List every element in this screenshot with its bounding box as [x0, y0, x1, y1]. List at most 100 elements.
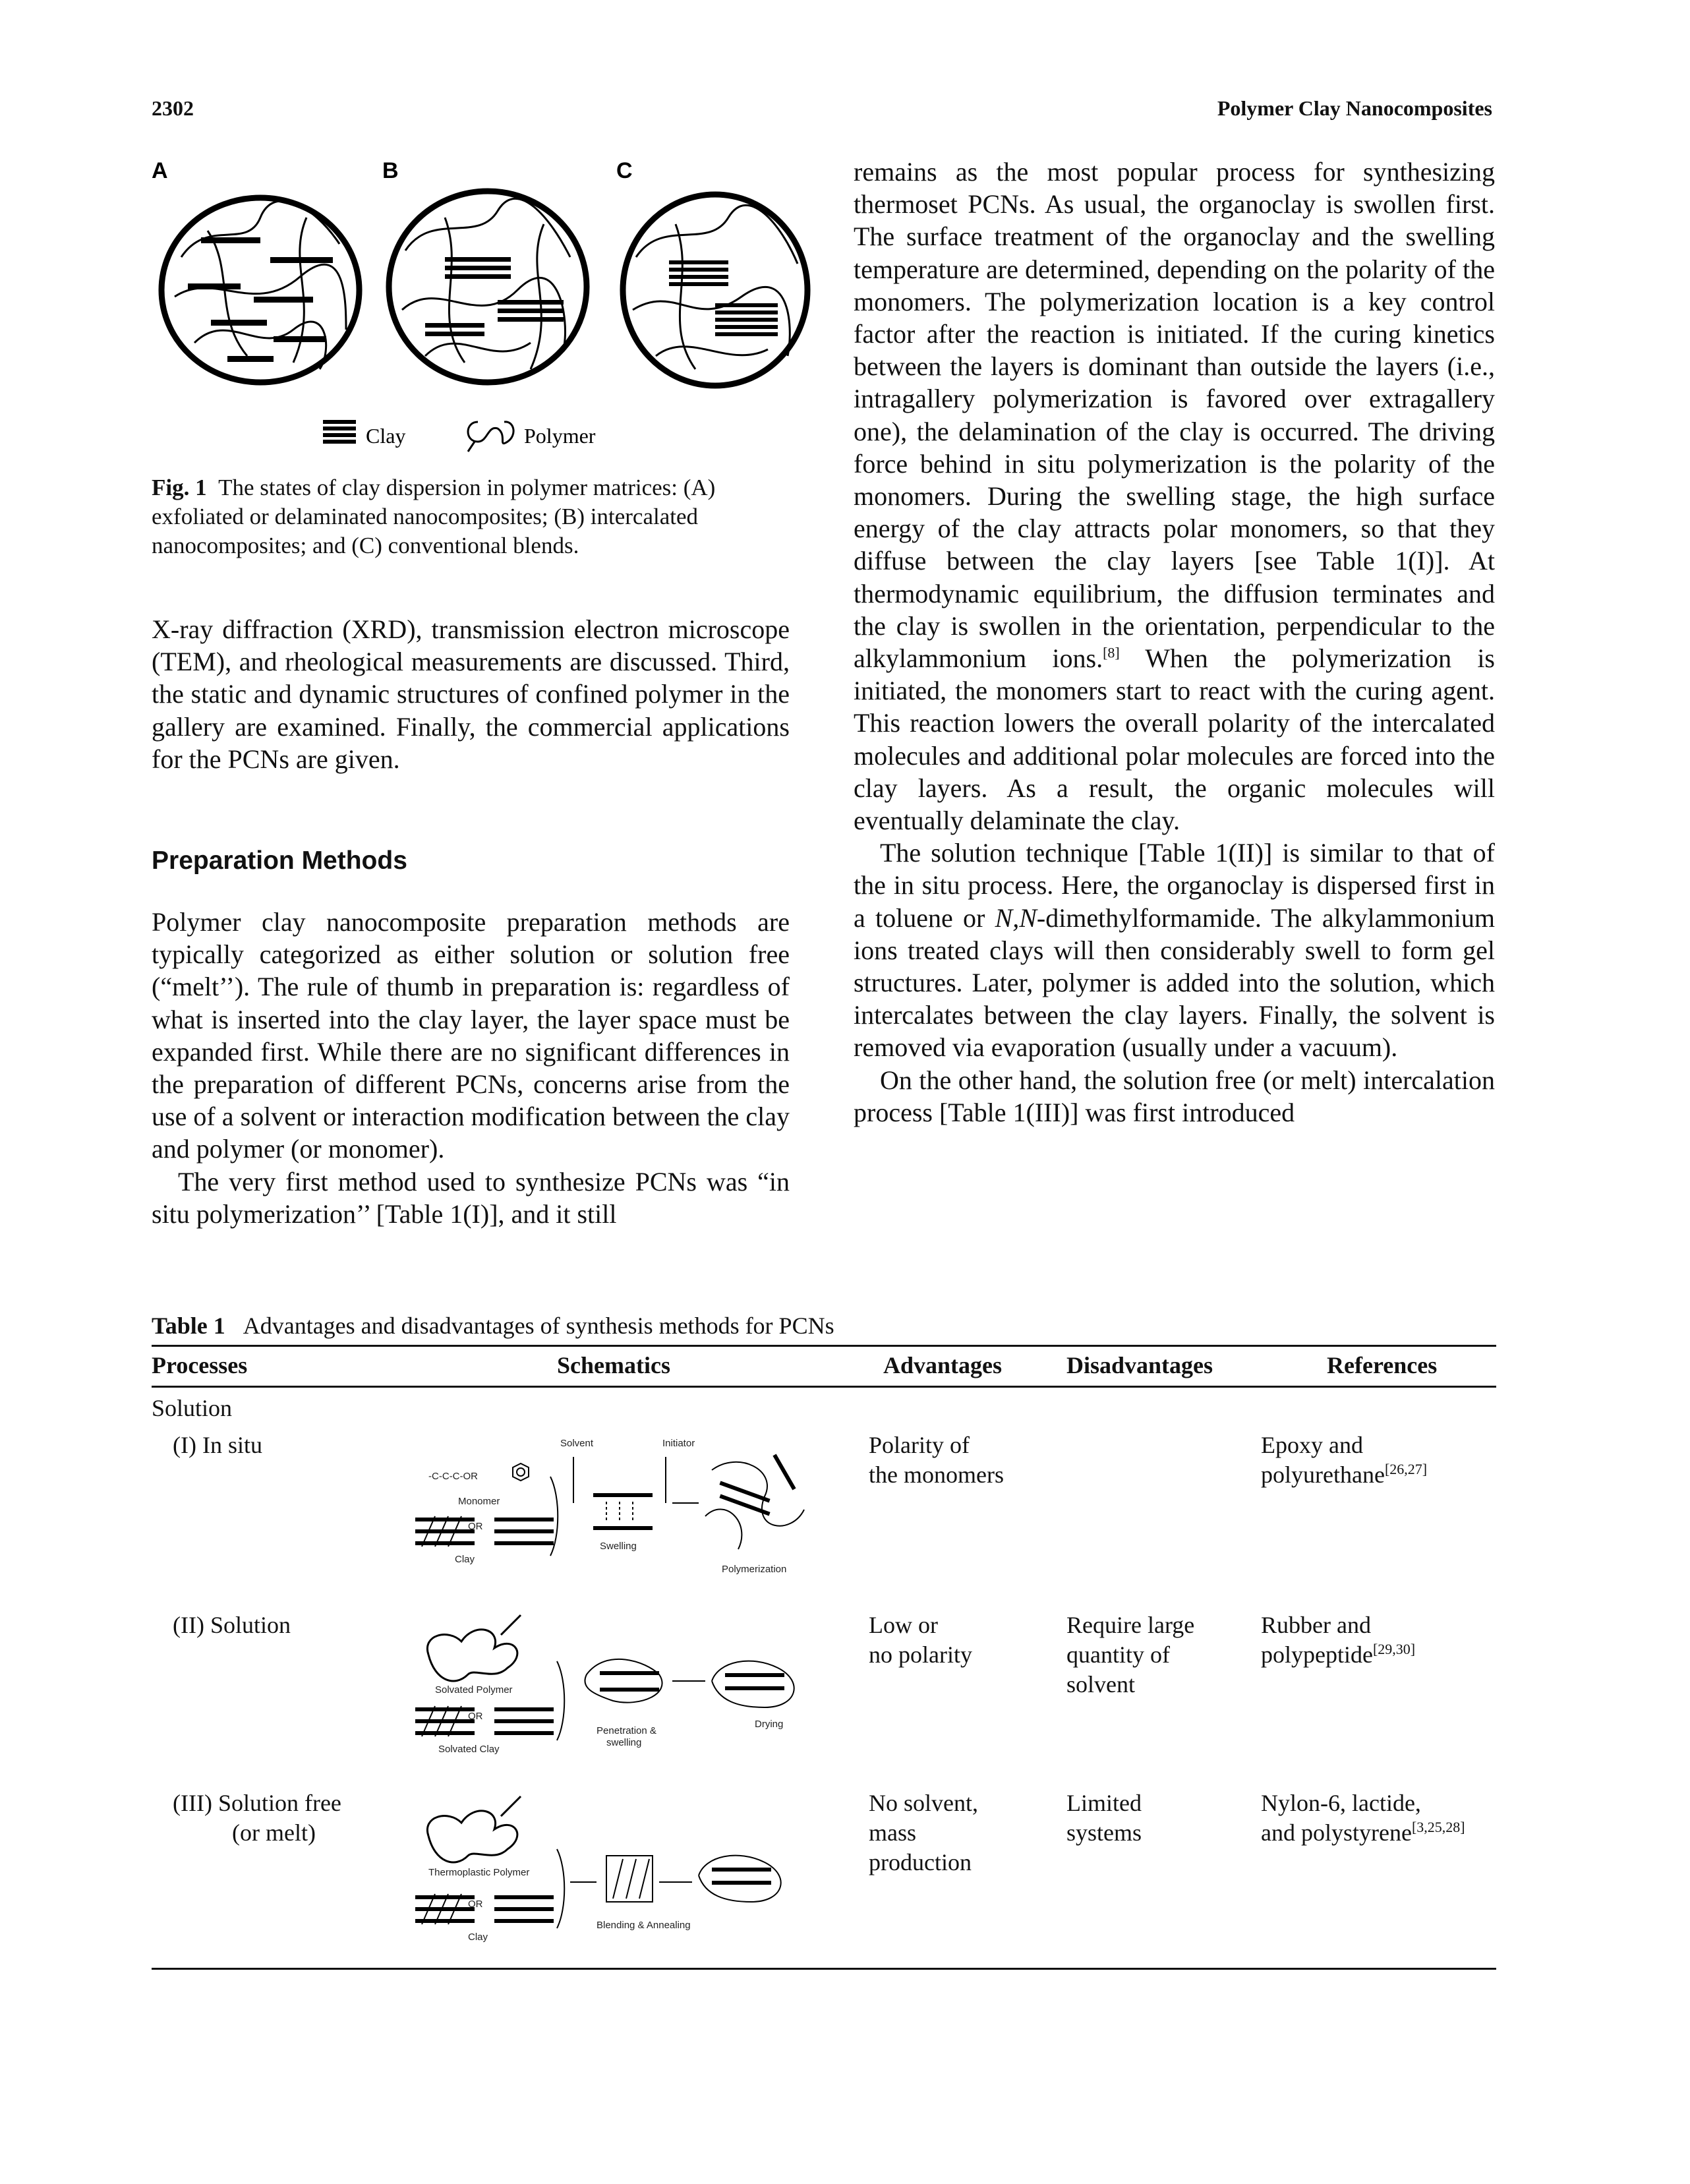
label-clay-3: Clay	[468, 1932, 488, 1943]
table-group-solution: Solution	[152, 1395, 233, 1421]
table-row-2-ref-sup: [29,30]	[1372, 1641, 1416, 1657]
panel-label-b: B	[382, 158, 399, 183]
table-row-3-advantages: No solvent, mass production	[869, 1788, 978, 1877]
panel-c-conventional	[620, 191, 811, 389]
panel-a-exfoliated	[158, 194, 363, 386]
table-row-3-adv-line-2: mass	[869, 1819, 916, 1846]
table-row-2-dis-line-1: Require large	[1066, 1612, 1195, 1638]
schematic-in-situ: Solvent Initiator -C-C-C-OR Monomer OR C…	[409, 1431, 817, 1589]
label-or: OR	[468, 1521, 483, 1532]
table-1-label: Table 1	[152, 1313, 225, 1339]
legend-polymer-label: Polymer	[524, 424, 596, 448]
table-row-2-ref-text: polypeptide	[1261, 1641, 1373, 1668]
table-row-3-dis-line-1: Limited	[1066, 1790, 1142, 1816]
figure-1-caption-text: The states of clay dispersion in polymer…	[152, 475, 716, 558]
legend-polymer-icon	[467, 421, 515, 444]
label-monomer: Monomer	[458, 1496, 500, 1507]
label-blending-annealing: Blending & Annealing	[597, 1920, 691, 1931]
table-row-1-ref-sup: [26,27]	[1384, 1461, 1428, 1477]
label-polymerization: Polymerization	[722, 1564, 786, 1575]
figure-1-caption: Fig. 1 The states of clay dispersion in …	[152, 473, 791, 560]
table-row-2-advantages: Low or no polarity	[869, 1610, 972, 1670]
column-header-processes: Processes	[152, 1352, 248, 1378]
right-column-para-1: remains as the most popular process for …	[854, 156, 1495, 837]
table-bottom-rule	[152, 1968, 1496, 1970]
table-1-caption: Table 1 Advantages and disadvantages of …	[152, 1312, 834, 1340]
schematic-melt: Thermoplastic Polymer OR Clay Blending &…	[409, 1783, 817, 1955]
table-row-1-references: Epoxy and polyurethane[26,27]	[1261, 1431, 1427, 1490]
label-drying: Drying	[755, 1719, 783, 1730]
label-initiator: Initiator	[662, 1438, 695, 1449]
label-penetration-1: Penetration &	[597, 1725, 656, 1736]
label-solvent: Solvent	[560, 1438, 594, 1449]
table-row-3-adv-line-3: production	[869, 1849, 972, 1875]
table-row-3-ref-line-1: Nylon-6, lactide,	[1261, 1790, 1421, 1816]
table-top-rule	[152, 1345, 1496, 1347]
label-thermoplastic-polymer: Thermoplastic Polymer	[428, 1867, 529, 1878]
page-number: 2302	[152, 96, 194, 120]
table-row-2-adv-line-1: Low or	[869, 1612, 938, 1638]
right-column-body: remains as the most popular process for …	[854, 156, 1495, 1129]
table-row-2-ref-line-2: polypeptide[29,30]	[1261, 1640, 1415, 1670]
panel-label-a: A	[152, 158, 168, 183]
panel-label-c: C	[616, 158, 633, 183]
table-row-3-disadvantages: Limited systems	[1066, 1788, 1142, 1848]
column-header-disadvantages: Disadvantages	[1066, 1352, 1213, 1378]
right-column-para-2-b: -dimethylformamide. The alkylammonium io…	[854, 902, 1496, 1063]
table-row-3-dis-line-2: systems	[1066, 1819, 1142, 1846]
left-column-body: Polymer clay nanocomposite preparation m…	[152, 906, 790, 1230]
table-row-2-dis-line-3: solvent	[1066, 1671, 1135, 1697]
table-row-1-ref-line-1: Epoxy and	[1261, 1432, 1363, 1458]
left-column-para-2: Polymer clay nanocomposite preparation m…	[152, 907, 790, 1164]
schematic-solution: Solvated Polymer OR Solvated Clay Penetr…	[409, 1608, 817, 1767]
table-row-2-process: (II) Solution	[173, 1612, 291, 1638]
column-header-schematics: Schematics	[557, 1352, 670, 1378]
right-column-para-2-a: The solution technique [Table 1(II)] is …	[854, 838, 1495, 933]
figure-legend: Clay Polymer	[323, 420, 596, 452]
table-row-3-ref-sup: [3,25,28]	[1411, 1819, 1465, 1835]
table-row-2-adv-line-2: no polarity	[869, 1641, 972, 1668]
right-column-ref-8: [8]	[1103, 644, 1120, 661]
right-column-para-2: The solution technique [Table 1(II)] is …	[854, 837, 1495, 1063]
table-row-3-ref-line-2: and polystyrene[3,25,28]	[1261, 1818, 1465, 1848]
label-solvated-polymer: Solvated Polymer	[435, 1684, 513, 1696]
table-row-1-adv-line-2: the monomers	[869, 1461, 1004, 1488]
table-header-rule	[152, 1386, 1496, 1388]
benzene-ring-icon	[512, 1462, 529, 1482]
panel-b-intercalated	[386, 188, 590, 386]
table-row-1-ref-text: polyurethane	[1261, 1461, 1385, 1488]
table-row-3-references: Nylon-6, lactide, and polystyrene[3,25,2…	[1261, 1788, 1465, 1848]
legend-clay-label: Clay	[366, 424, 405, 448]
column-header-references: References	[1327, 1352, 1438, 1378]
left-column-para-3: The very first method used to synthesize…	[152, 1166, 790, 1229]
table-1-title: Advantages and disadvantages of synthesi…	[243, 1313, 834, 1339]
right-column-para-2-italic: N,N	[995, 902, 1037, 933]
table-row-1-advantages: Polarity of the monomers	[869, 1431, 1004, 1490]
table-row-3-process-line-2: (or melt)	[232, 1819, 316, 1846]
right-column-para-3: On the other hand, the solution free (or…	[854, 1065, 1495, 1127]
table-row-1-process: (I) In situ	[173, 1432, 262, 1458]
table-row-3-process: (III) Solution free (or melt)	[173, 1788, 341, 1848]
label-or-3: OR	[468, 1899, 483, 1910]
label-formula: -C-C-C-OR	[428, 1471, 478, 1482]
running-title: Polymer Clay Nanocomposites	[1217, 96, 1492, 120]
table-row-2-dis-line-2: quantity of	[1066, 1641, 1170, 1668]
figure-1-caption-label: Fig. 1	[152, 475, 207, 500]
table-row-3-adv-line-1: No solvent,	[869, 1790, 978, 1816]
right-column-para-1-tail: When the polymerization is initiated, th…	[854, 643, 1496, 836]
label-or-2: OR	[468, 1711, 483, 1722]
label-solvated-clay: Solvated Clay	[438, 1744, 500, 1755]
table-row-1-adv-line-1: Polarity of	[869, 1432, 970, 1458]
figure-1-drawing: A B C	[152, 158, 811, 452]
table-row-3-process-line-1: (III) Solution free	[173, 1790, 341, 1816]
label-clay: Clay	[455, 1554, 475, 1565]
table-row-2-references: Rubber and polypeptide[29,30]	[1261, 1610, 1415, 1670]
label-swelling: Swelling	[600, 1541, 637, 1552]
label-penetration-2: swelling	[606, 1737, 641, 1748]
left-column-para-1: X-ray diffraction (XRD), transmission el…	[152, 614, 790, 774]
figure-1: A B C	[148, 158, 814, 455]
table-row-2-ref-line-1: Rubber and	[1261, 1612, 1371, 1638]
table-row-3-ref-text: and polystyrene	[1261, 1819, 1412, 1846]
table-row-1-ref-line-2: polyurethane[26,27]	[1261, 1460, 1427, 1490]
column-header-advantages: Advantages	[883, 1352, 1003, 1378]
